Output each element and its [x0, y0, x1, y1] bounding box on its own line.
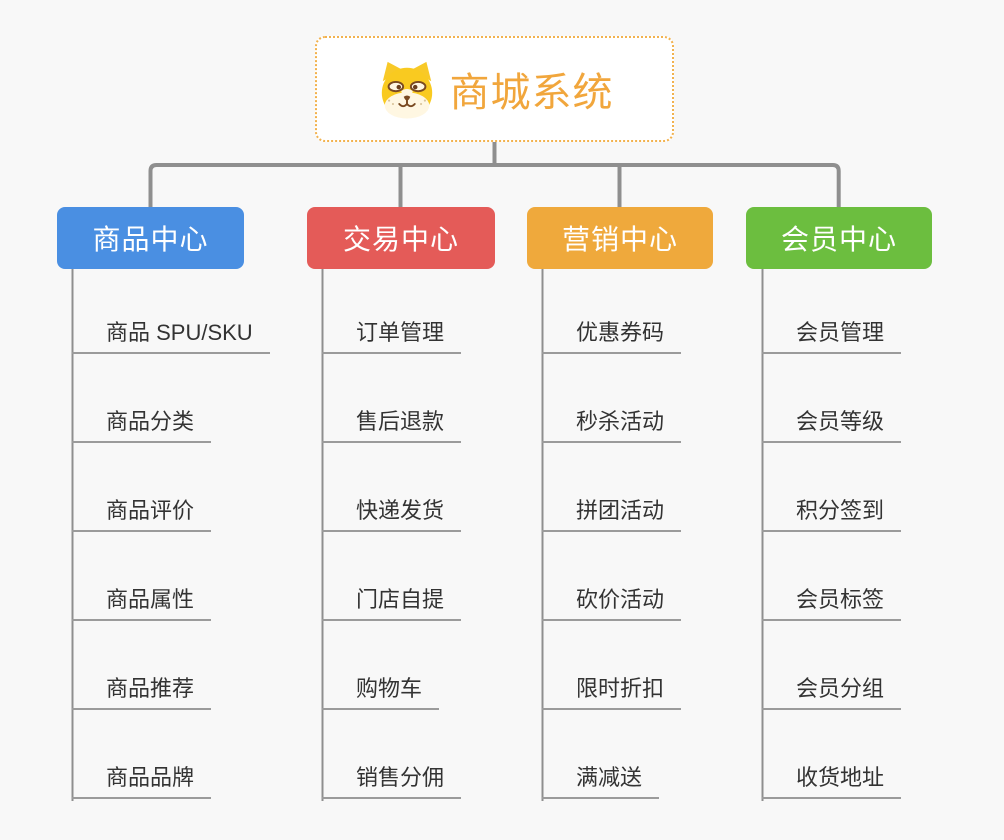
- leaf-item[interactable]: 会员管理: [762, 318, 902, 354]
- leaf-item[interactable]: 拼团活动: [542, 496, 682, 532]
- branch-label: 会员中心: [780, 224, 897, 255]
- leaf-item[interactable]: 会员分组: [762, 674, 902, 710]
- tree-rail-line: [148, 163, 841, 207]
- leaf-item[interactable]: 商品属性: [72, 585, 212, 621]
- leaf-item[interactable]: 商品分类: [72, 407, 212, 443]
- branch-label: 商品中心: [92, 224, 209, 255]
- leaf-item[interactable]: 商品品牌: [72, 763, 212, 799]
- root-node[interactable]: 商城系统: [315, 36, 674, 142]
- branch-node-product-center[interactable]: 商品中心: [57, 207, 244, 269]
- leaf-item[interactable]: 限时折扣: [542, 674, 682, 710]
- branch-label: 营销中心: [561, 224, 678, 255]
- leaf-item[interactable]: 售后退款: [322, 407, 462, 443]
- branch-node-member-center[interactable]: 会员中心: [746, 207, 932, 269]
- leaf-item[interactable]: 门店自提: [322, 585, 462, 621]
- leaf-item[interactable]: 会员等级: [762, 407, 902, 443]
- leaf-item[interactable]: 砍价活动: [542, 585, 682, 621]
- leaf-item[interactable]: 订单管理: [322, 318, 462, 354]
- leaf-item[interactable]: 商品评价: [72, 496, 212, 532]
- leaf-item[interactable]: 购物车: [322, 674, 440, 710]
- leaf-item[interactable]: 销售分佣: [322, 763, 462, 799]
- leaf-item[interactable]: 商品推荐: [72, 674, 212, 710]
- branch-label: 交易中心: [342, 224, 459, 255]
- leaf-item[interactable]: 会员标签: [762, 585, 902, 621]
- leaf-item[interactable]: 积分签到: [762, 496, 902, 532]
- root-title: 商城系统: [449, 71, 614, 115]
- leaf-item[interactable]: 秒杀活动: [542, 407, 682, 443]
- leaf-item[interactable]: 快递发货: [322, 496, 462, 532]
- shiba-dog-icon: [381, 61, 432, 119]
- branch-node-marketing-center[interactable]: 营销中心: [527, 207, 713, 269]
- leaf-item[interactable]: 商品 SPU/SKU: [72, 318, 270, 354]
- branch-node-trade-center[interactable]: 交易中心: [307, 207, 495, 269]
- leaf-item[interactable]: 满减送: [542, 763, 660, 799]
- leaf-item[interactable]: 收货地址: [762, 763, 902, 799]
- leaf-item[interactable]: 优惠券码: [542, 318, 682, 354]
